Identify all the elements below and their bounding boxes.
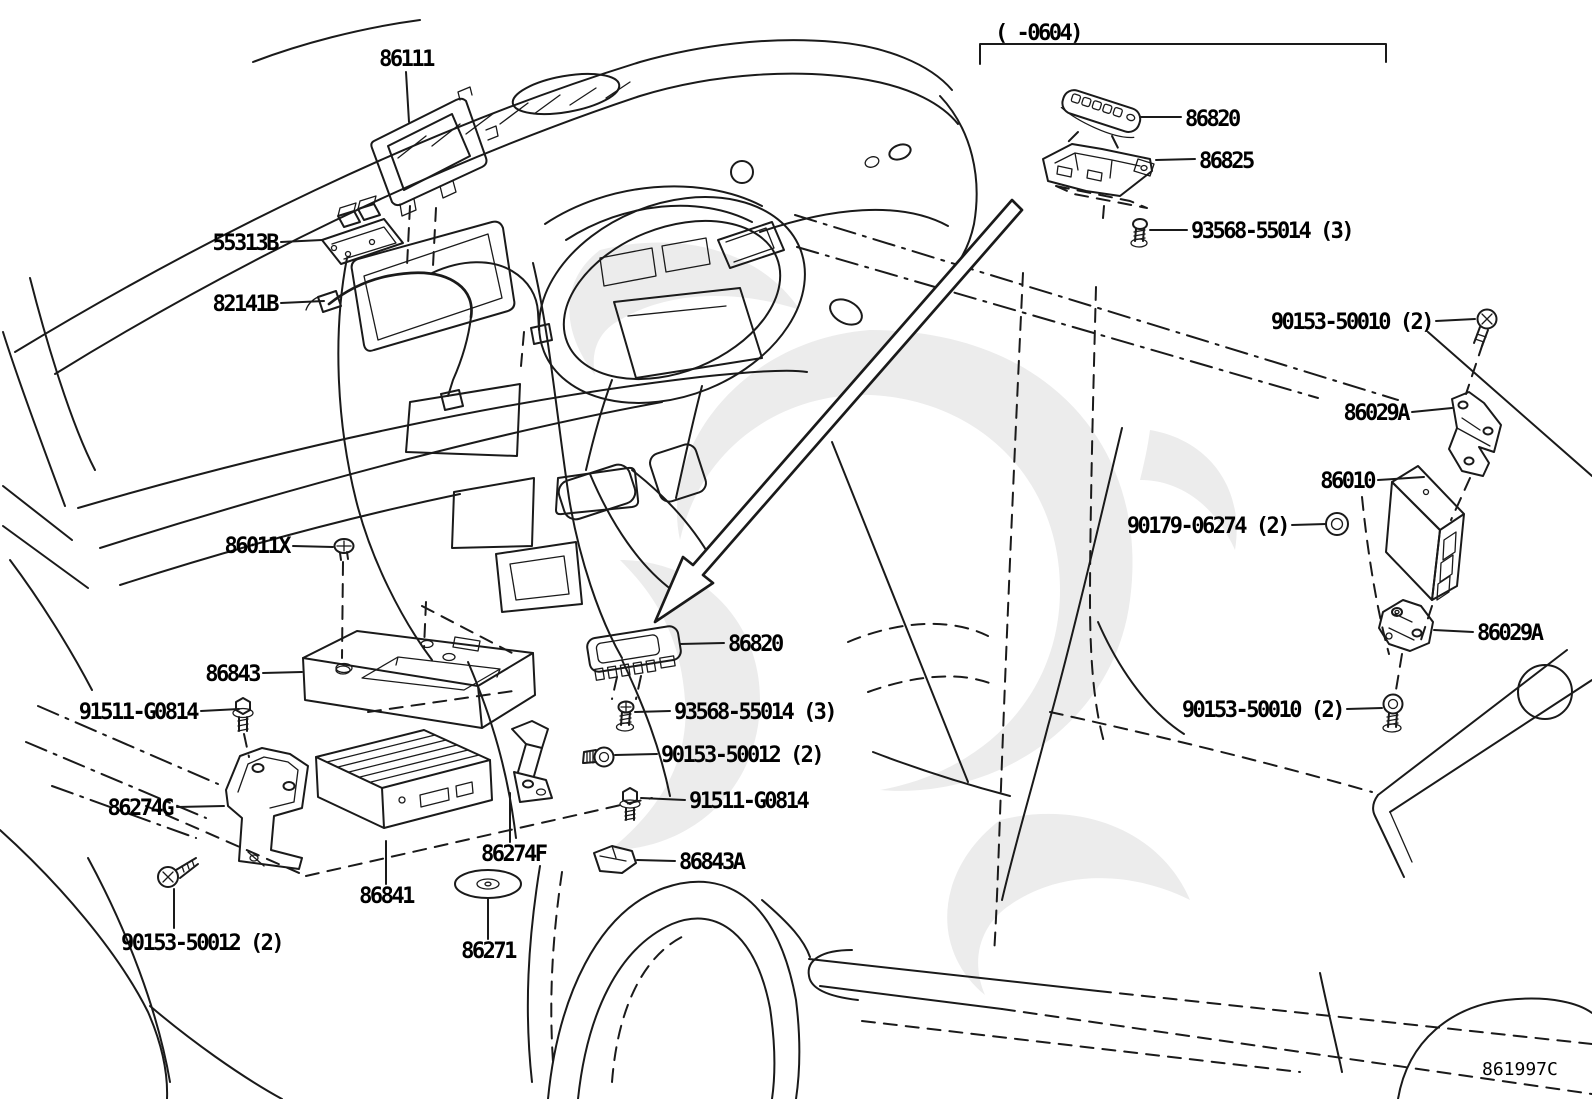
part-label-55313b[interactable]: 55313B xyxy=(213,231,282,256)
part-86274f-bracket xyxy=(511,720,553,803)
side-vent xyxy=(717,221,785,269)
part-label-86011x[interactable]: 86011X xyxy=(225,534,294,559)
leader-55313b xyxy=(280,239,323,243)
part-label-86825[interactable]: 86825 xyxy=(1199,149,1256,174)
leader-90179 xyxy=(1291,523,1327,526)
defroster-hatch-lines xyxy=(397,81,631,159)
part-label-86820-right[interactable]: 86820 xyxy=(1185,107,1242,132)
part-label-86111[interactable]: 86111 xyxy=(379,47,437,72)
part-86843a-clip xyxy=(593,845,637,874)
leader-90153-50010-upper xyxy=(1435,318,1476,322)
leader-86029a-lower xyxy=(1433,629,1474,633)
leader-lines xyxy=(173,71,1476,940)
variant-note: ( -0604) xyxy=(995,21,1081,46)
leader-91511-left xyxy=(200,708,240,712)
part-label-93568-right[interactable]: 93568-55014 (3) xyxy=(1191,219,1355,244)
part-90153-50012-screw-left xyxy=(157,857,199,888)
diagram-code: 861997C xyxy=(1482,1059,1558,1080)
part-label-90153-50010-upper[interactable]: 90153-50010 (2) xyxy=(1271,310,1435,335)
part-label-86843[interactable]: 86843 xyxy=(205,662,262,687)
part-90153-50010-screw-lower xyxy=(1382,693,1404,733)
part-86841-receiver xyxy=(315,729,493,829)
part-90153-50010-screw-upper xyxy=(1473,308,1498,347)
variant-bracket xyxy=(979,43,1387,65)
part-label-86274f[interactable]: 86274F xyxy=(481,842,549,867)
part-86271-disc xyxy=(454,869,522,899)
part-label-86820-center[interactable]: 86820 xyxy=(728,632,785,657)
part-labels: 86111 55313B 82141B 86011X 86843 91511-G… xyxy=(79,47,1546,964)
part-86111-display xyxy=(370,86,499,217)
center-console xyxy=(337,257,433,661)
part-label-86029a-lower[interactable]: 86029A xyxy=(1477,621,1546,646)
part-93568-screw-center xyxy=(615,700,635,732)
part-label-91511-g0814-center[interactable]: 91511-G0814 xyxy=(689,789,812,814)
leader-86111 xyxy=(405,71,410,123)
leader-86274g xyxy=(176,805,225,808)
rear-body-line-art xyxy=(794,214,1592,1099)
part-label-86271[interactable]: 86271 xyxy=(461,939,519,964)
part-55313b-bracket xyxy=(321,195,404,265)
part-86820-remote xyxy=(1060,89,1142,149)
part-86274g-bracket xyxy=(225,747,309,870)
part-90153-50012-screw-center xyxy=(582,746,615,768)
part-label-91511-g0814-left[interactable]: 91511-G0814 xyxy=(79,700,202,725)
part-label-86843a[interactable]: 86843A xyxy=(679,850,748,875)
leader-86029a-upper xyxy=(1411,407,1453,413)
part-label-86274g[interactable]: 86274G xyxy=(108,796,177,821)
fuel-door-circle xyxy=(1517,664,1573,720)
part-86029a-bracket-lower xyxy=(1378,599,1434,652)
part-93568-screw-right xyxy=(1130,218,1148,248)
part-label-90153-50012-left[interactable]: 90153-50012 (2) xyxy=(121,931,285,956)
ignition-key-oval xyxy=(829,298,863,326)
leader-86843 xyxy=(262,671,303,674)
part-82141b-wire xyxy=(305,261,553,411)
part-label-86029a-upper[interactable]: 86029A xyxy=(1344,401,1413,426)
part-label-90153-50010-lower[interactable]: 90153-50010 (2) xyxy=(1182,698,1346,723)
leader-93568-center xyxy=(634,710,671,713)
leader-90153-50012-center xyxy=(614,753,658,756)
part-label-90179[interactable]: 90179-06274 (2) xyxy=(1127,514,1291,539)
leader-86825 xyxy=(1155,158,1196,161)
part-86843-tray xyxy=(302,630,536,729)
floor-trim-lines xyxy=(25,705,219,839)
leader-82141b xyxy=(280,300,325,304)
part-86820-console-switch xyxy=(586,625,682,700)
part-91511-g0814-screw-center xyxy=(619,787,641,821)
leader-86010 xyxy=(1377,476,1425,481)
part-91511-g0814-screw-left xyxy=(232,697,254,758)
part-label-86841[interactable]: 86841 xyxy=(359,884,417,909)
leader-86011x xyxy=(292,545,334,548)
part-86825-housing xyxy=(1042,143,1155,219)
watermark-ornament xyxy=(569,242,1237,995)
steering-hub xyxy=(613,287,763,379)
leader-91511-center xyxy=(640,797,686,801)
dash-speaker-oval xyxy=(511,72,621,116)
part-label-86010[interactable]: 86010 xyxy=(1320,469,1377,494)
installation-arrow xyxy=(653,198,1024,624)
part-86029a-bracket-upper xyxy=(1448,391,1502,477)
part-90179-grommet xyxy=(1325,512,1349,536)
leader-86820-center xyxy=(679,642,725,645)
part-86011x-screw xyxy=(333,538,355,674)
part-label-93568-center[interactable]: 93568-55014 (3) xyxy=(674,700,838,725)
dashboard-line-art xyxy=(0,19,978,1099)
part-label-90153-50012-center[interactable]: 90153-50012 (2) xyxy=(661,743,825,768)
part-86010-ecu xyxy=(1385,465,1465,601)
leader-90153-50010-lower xyxy=(1346,707,1383,710)
leader-86843a xyxy=(636,859,676,862)
part-label-82141b[interactable]: 82141B xyxy=(213,292,282,317)
